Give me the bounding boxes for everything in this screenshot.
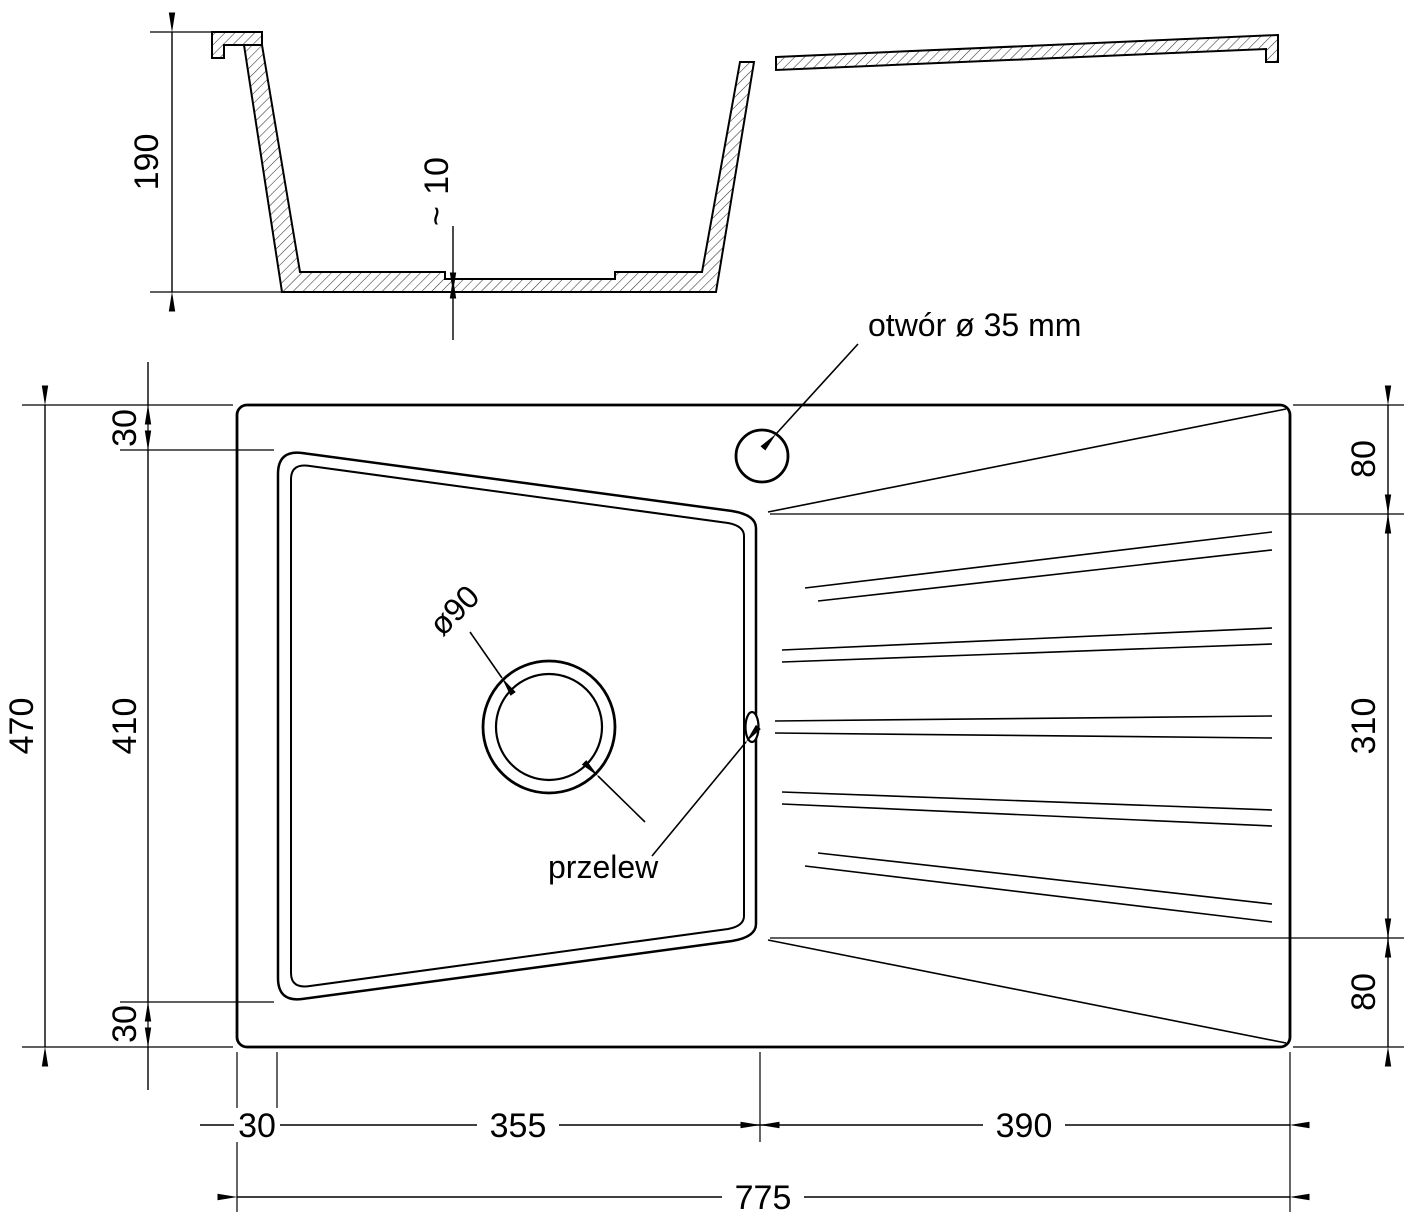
label-mask (983, 1108, 1065, 1142)
sink-outer-edge (235, 403, 1292, 1049)
dim-rim-top-label: 30 (106, 409, 144, 447)
tap-hole (734, 428, 790, 484)
drainer-diagonal-bottom (767, 939, 1287, 1044)
section-left-rim (211, 31, 263, 59)
groove-line (817, 852, 1273, 905)
drain-leader-upper (469, 631, 516, 696)
drainer-diagonal-top (767, 408, 1287, 513)
section-view: 190 10 ~ (128, 12, 1279, 340)
approx-symbol: ~ (418, 206, 456, 226)
dim-basin-length-label: 410 (106, 698, 144, 755)
groove-line (781, 627, 1273, 651)
dim-rim-bottom-label: 30 (106, 1005, 144, 1043)
label-mask (234, 1108, 280, 1142)
dim-drainer-height-label: 310 (1345, 698, 1383, 755)
dim-depth-label: 190 (128, 134, 166, 191)
dim-thickness-label: 10 (418, 157, 456, 195)
basin-rim-inner (290, 464, 745, 988)
groove-line (774, 732, 1273, 739)
groove-line (774, 715, 1273, 722)
dim-right-bottom-label: 80 (1345, 973, 1383, 1011)
overflow-slot (744, 710, 760, 744)
tap-hole-leader (760, 343, 859, 451)
dim-total-width-label: 775 (735, 1179, 792, 1217)
drain-diameter-label: ø90 (422, 578, 486, 642)
drain-outer-circle (481, 659, 617, 795)
dimensions: 470 30 410 30 80 310 80 30 (3, 362, 1404, 1217)
overflow-label: przelew (548, 849, 659, 885)
dim-basin-width-label: 355 (490, 1107, 547, 1145)
overflow-leader (651, 724, 761, 857)
basin-rim-outer (276, 451, 758, 1001)
dim-right-top-label: 80 (1345, 440, 1383, 478)
drain-leader-lower (581, 760, 646, 823)
groove-line (781, 791, 1273, 811)
dim-drainer-width-label: 390 (996, 1107, 1053, 1145)
groove-line (781, 643, 1273, 663)
groove-line (804, 865, 1273, 923)
drain-inner-circle (494, 672, 604, 782)
dim-total-height-label: 470 (3, 698, 41, 755)
tap-hole-label: otwór ø 35 mm (868, 307, 1081, 343)
section-basin-profile (242, 44, 756, 293)
dim-left-margin-label: 30 (238, 1107, 276, 1145)
groove-line (817, 549, 1273, 602)
label-mask (477, 1108, 559, 1142)
top-view: otwór ø 35 mm ø90 przelew (235, 307, 1292, 1049)
groove-line (781, 803, 1273, 827)
groove-line (804, 531, 1273, 589)
section-drainer-deck (775, 33, 1279, 72)
label-mask (722, 1180, 804, 1214)
drainer-grooves (774, 531, 1273, 923)
